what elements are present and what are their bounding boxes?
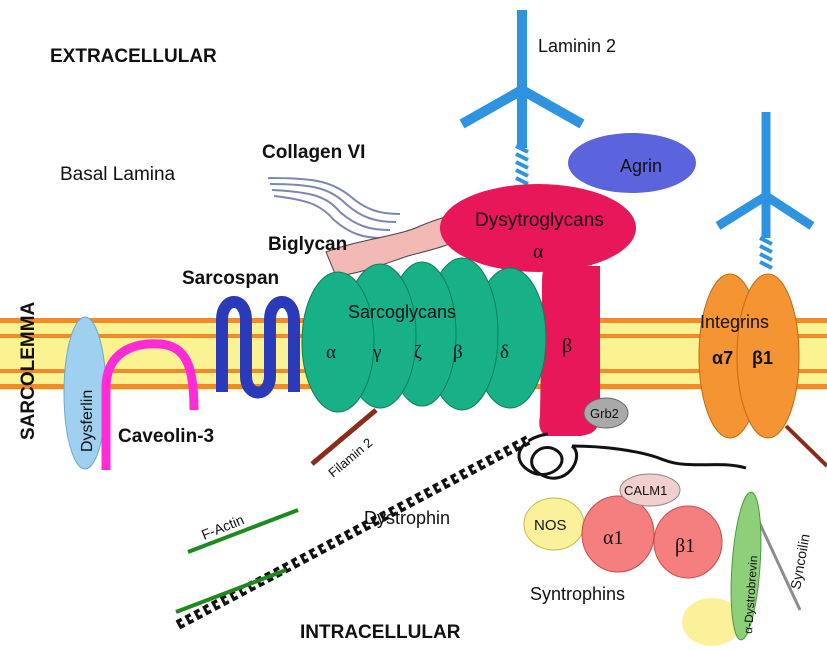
dystroglycan-alpha-label: α bbox=[533, 241, 544, 263]
laminin-small bbox=[718, 112, 812, 268]
laminin-2-label: Laminin 2 bbox=[538, 36, 616, 56]
agrin-label: Agrin bbox=[620, 156, 662, 176]
syntrophins-label: Syntrophins bbox=[530, 584, 625, 604]
dystroglycans-label: Dysytroglycans bbox=[475, 210, 604, 231]
sarcoglycan-zeta-label: ζ bbox=[414, 342, 422, 363]
dystrophin-label: Dystrophin bbox=[364, 508, 450, 528]
syntrophin-beta1-label: β1 bbox=[675, 535, 695, 557]
biglycan-label: Biglycan bbox=[268, 234, 347, 255]
sarcoglycan-complex bbox=[302, 258, 546, 412]
filamin-2-label: Filamin 2 bbox=[325, 435, 375, 480]
calm1-label: CALM1 bbox=[624, 483, 667, 498]
nos-label: NOS bbox=[534, 517, 567, 534]
dysferlin-label: Dysferlin bbox=[79, 390, 96, 452]
integrins-label: Integrins bbox=[700, 312, 769, 332]
syncoilin-label: Syncoilin bbox=[787, 533, 812, 591]
sarcoglycans-label: Sarcoglycans bbox=[348, 302, 456, 322]
sarcoglycan-gamma-label: γ bbox=[372, 342, 381, 363]
sarcoglycan-alpha-label: α bbox=[326, 342, 336, 363]
integrin-beta1-label: β1 bbox=[752, 348, 773, 368]
sarcoglycan-beta-label: β bbox=[453, 342, 463, 363]
integrin-alpha7-label: α7 bbox=[712, 348, 733, 368]
grb2-label: Grb2 bbox=[590, 406, 619, 421]
collagen-vi-label: Collagen VI bbox=[262, 142, 365, 163]
dystroglycan-beta-label: β bbox=[562, 335, 572, 357]
collagen-vi bbox=[268, 178, 400, 238]
sarcolemma-label: SARCOLEMMA bbox=[18, 301, 39, 440]
sarcospan-label: Sarcospan bbox=[182, 268, 279, 289]
extracellular-label: EXTRACELLULAR bbox=[50, 46, 217, 67]
caveolin-3-label: Caveolin-3 bbox=[118, 426, 214, 447]
sarcoglycan-delta-label: δ bbox=[500, 342, 509, 363]
syntrophin-alpha1-label: α1 bbox=[603, 527, 623, 549]
basal-lamina-label: Basal Lamina bbox=[60, 164, 176, 185]
sarcoglycan-alpha bbox=[302, 272, 374, 412]
intracellular-label: INTRACELLULAR bbox=[300, 622, 461, 643]
